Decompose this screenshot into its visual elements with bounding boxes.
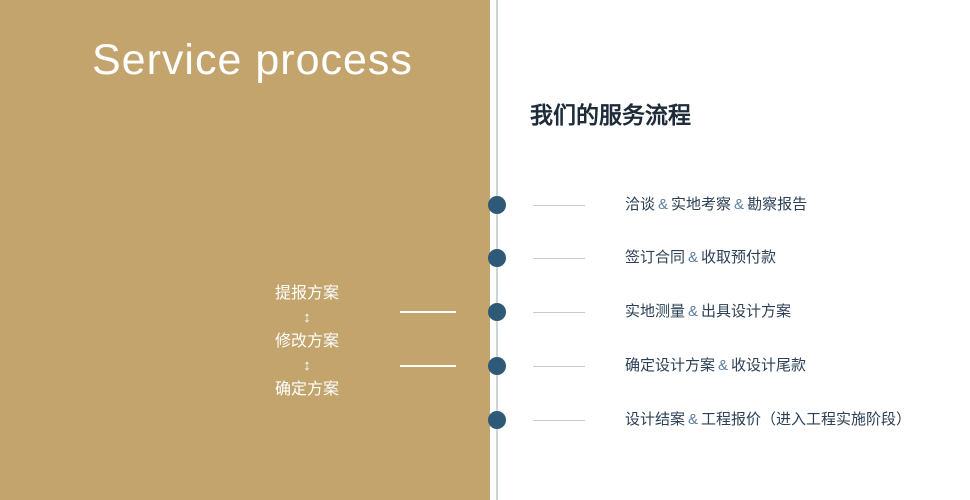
ampersand-separator: & — [688, 303, 699, 320]
step-text-part: 收取预付款 — [701, 249, 777, 266]
step-leader-line — [533, 420, 585, 421]
step-leader-line — [533, 312, 585, 313]
ampersand-separator: & — [688, 249, 699, 266]
step-text: 设计结案&工程报价（进入工程实施阶段） — [625, 410, 911, 430]
connector-line — [400, 365, 456, 367]
up-down-arrow-icon: ↕ — [303, 309, 311, 326]
step-dot — [488, 357, 506, 375]
ampersand-separator: & — [718, 357, 729, 374]
step-text-part: 确定设计方案 — [625, 357, 716, 374]
step-text-part: 实地测量 — [625, 303, 686, 320]
step-text-part: 洽谈 — [625, 196, 656, 213]
step-text: 实地测量&出具设计方案 — [625, 302, 791, 322]
flow-item: 确定方案 — [274, 381, 339, 398]
step-text-part: 工程报价（进入工程实施阶段） — [701, 411, 912, 428]
step-text-part: 设计结案 — [625, 411, 686, 428]
step-text-part: 勘察报告 — [747, 196, 808, 213]
flow-item: 修改方案 — [274, 333, 339, 350]
ampersand-separator: & — [688, 411, 699, 428]
page-title: Service process — [92, 36, 413, 84]
connector-line — [400, 311, 456, 313]
left-gold-panel — [0, 0, 490, 500]
step-dot — [488, 249, 506, 267]
step-text-part: 签订合同 — [625, 249, 686, 266]
flow-item: 提报方案 — [274, 285, 339, 302]
step-dot — [488, 411, 506, 429]
step-text: 签订合同&收取预付款 — [625, 248, 776, 268]
ampersand-separator: & — [734, 196, 745, 213]
step-text-part: 出具设计方案 — [701, 303, 792, 320]
left-flow-diagram: 提报方案 ↕ 修改方案 ↕ 确定方案 — [252, 282, 362, 402]
up-down-arrow-icon: ↕ — [303, 357, 311, 374]
step-leader-line — [533, 205, 585, 206]
ampersand-separator: & — [658, 196, 669, 213]
step-leader-line — [533, 366, 585, 367]
step-leader-line — [533, 258, 585, 259]
section-heading: 我们的服务流程 — [530, 102, 691, 128]
step-text-part: 收设计尾款 — [731, 357, 807, 374]
step-text-part: 实地考察 — [671, 196, 732, 213]
step-text: 确定设计方案&收设计尾款 — [625, 356, 806, 376]
step-dot — [488, 303, 506, 321]
step-dot — [488, 196, 506, 214]
step-text: 洽谈&实地考察&勘察报告 — [625, 195, 807, 215]
